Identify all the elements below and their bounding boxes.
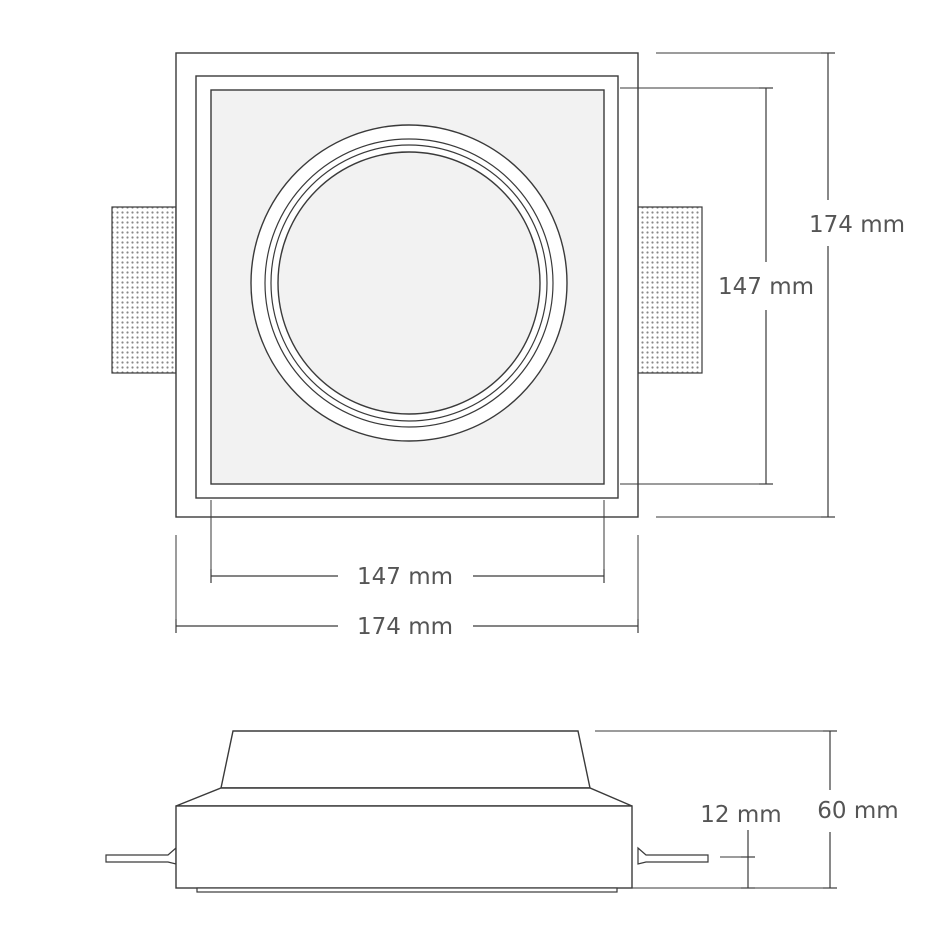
- right-tab: [637, 846, 709, 865]
- shoulder: [175, 787, 633, 807]
- side-view: [105, 730, 709, 893]
- right-plaster-wing: [637, 206, 703, 374]
- inner-width-label: 147 mm: [357, 564, 453, 590]
- outer-height-label: 174 mm: [809, 212, 905, 238]
- vertical-dimensions: 174 mm 147 mm: [620, 52, 905, 518]
- left-plaster-wing: [111, 206, 177, 374]
- light-opening: [277, 151, 541, 415]
- flange-thickness-label: 12 mm: [700, 802, 781, 828]
- top-view: [111, 52, 703, 518]
- ring-groove-outer: [264, 138, 554, 428]
- side-dimensions: 60 mm 12 mm: [595, 730, 899, 889]
- outer-width-label: 174 mm: [357, 614, 453, 640]
- flange-body: [175, 805, 633, 889]
- inner-height-label: 147 mm: [718, 274, 814, 300]
- ring-groove-inner: [270, 144, 548, 422]
- total-height-label: 60 mm: [817, 798, 898, 824]
- dome-top: [220, 730, 591, 789]
- left-tab: [105, 846, 177, 865]
- horizontal-dimensions: 147 mm 174 mm: [175, 500, 639, 640]
- bottom-rim: [196, 887, 618, 893]
